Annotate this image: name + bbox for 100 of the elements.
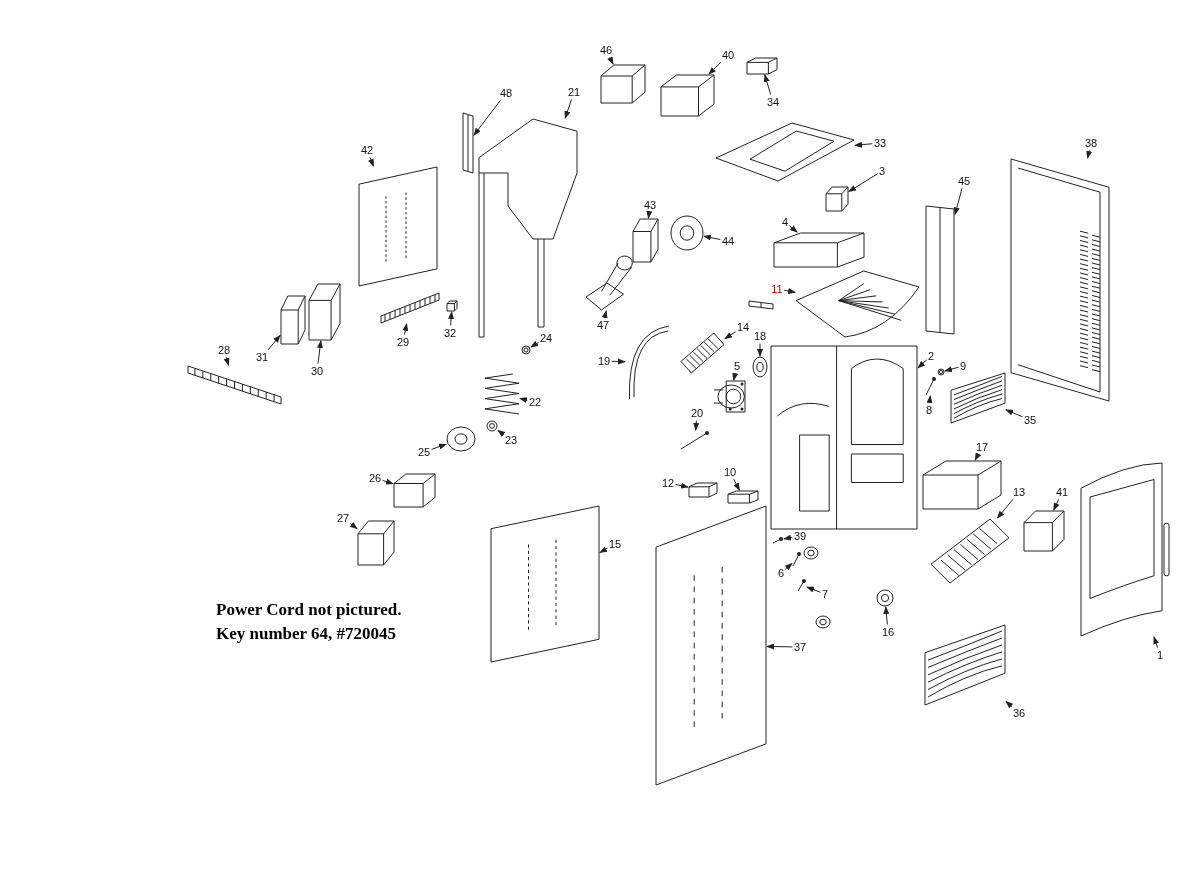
leader-line: [996, 498, 1014, 519]
callout-number: 39: [793, 530, 807, 542]
stove-top-drawing: [795, 270, 920, 338]
leader-line: [1153, 636, 1160, 649]
leader-line: [431, 443, 447, 450]
leader-line: [267, 334, 281, 351]
callout-number: 34: [766, 96, 780, 108]
flange-drawing: [713, 380, 746, 413]
leader-line: [611, 358, 626, 365]
leader-line: [316, 340, 323, 364]
callout-number: 5: [733, 360, 741, 372]
leader-line: [448, 311, 455, 326]
leader-line: [757, 343, 763, 357]
callout-number: 40: [721, 49, 735, 61]
auger-drawing: [484, 373, 520, 415]
leader-line: [724, 331, 737, 340]
leader-line: [599, 546, 609, 554]
blower-drawing: [680, 332, 725, 374]
callout-number: 11: [771, 283, 783, 295]
leader-line: [732, 372, 739, 381]
callout-number: 6: [777, 567, 785, 579]
screw-drawing: [797, 578, 807, 592]
callout-number: 18: [753, 330, 767, 342]
callout-number: 37: [793, 641, 807, 653]
trim-strip-drawing: [925, 205, 955, 335]
callout-number: 8: [925, 404, 933, 416]
sensor-drawing: [825, 186, 849, 212]
leader-line: [783, 534, 793, 541]
callout-number: 19: [597, 355, 611, 367]
plate-drawing: [727, 490, 759, 504]
leader-line: [926, 395, 933, 404]
leader-line: [883, 606, 890, 625]
screw-drawing: [792, 551, 802, 567]
leader-line: [693, 420, 700, 431]
callout-number: 9: [959, 360, 967, 372]
back-panel-drawing: [358, 166, 438, 287]
callout-number: 1: [1156, 649, 1164, 661]
shield-panel-drawing: [490, 505, 600, 663]
box-drawing: [280, 295, 306, 345]
callout-number: 47: [596, 319, 610, 331]
callout-number: 35: [1023, 414, 1037, 426]
control-panel-drawing: [660, 74, 715, 117]
leader-line: [223, 356, 230, 366]
grille-drawing: [924, 624, 1006, 706]
grille-drawing: [950, 372, 1006, 424]
leader-line: [708, 61, 722, 75]
leader-line: [473, 99, 501, 136]
callout-number: 21: [567, 86, 581, 98]
leader-line: [733, 478, 740, 491]
leader-line: [601, 310, 608, 319]
bracket-drawing: [308, 283, 341, 341]
callout-number: 23: [504, 434, 518, 446]
callout-number: 26: [368, 472, 382, 484]
leader-line: [675, 482, 689, 489]
leader-line: [788, 225, 798, 233]
callout-number: 41: [1055, 486, 1069, 498]
callout-number: 38: [1084, 137, 1098, 149]
leader-line: [944, 366, 959, 372]
plate-drawing: [688, 482, 718, 498]
callout-number: 42: [360, 144, 374, 156]
callout-number: 16: [881, 626, 895, 638]
callout-number: 3: [878, 165, 886, 177]
callout-number: 31: [255, 351, 269, 363]
leader-line: [766, 643, 793, 650]
leader-line: [607, 56, 614, 65]
foot-drawing: [876, 589, 894, 607]
callout-number: 14: [736, 321, 750, 333]
leader-line: [1005, 409, 1023, 418]
switch-drawing: [446, 300, 458, 312]
callout-number: 22: [528, 396, 542, 408]
screw-drawing: [925, 376, 937, 396]
leader-line: [783, 288, 796, 294]
callout-number: 7: [821, 588, 829, 600]
rod-drawing: [680, 430, 710, 450]
leader-line: [382, 478, 394, 485]
leader-line: [1053, 498, 1060, 511]
leader-line: [530, 340, 540, 348]
cover-drawing: [773, 232, 865, 268]
leader-line: [519, 397, 528, 403]
callout-number: 36: [1012, 707, 1026, 719]
callout-number: 46: [599, 44, 613, 56]
callout-number: 17: [975, 441, 989, 453]
note-text: Key number 64, #720045: [216, 624, 397, 644]
callout-number: 29: [396, 336, 410, 348]
leader-line: [497, 429, 506, 437]
leader-line: [1086, 150, 1093, 159]
leader-line: [1005, 700, 1014, 709]
leader-line: [848, 173, 879, 193]
motor-drawing: [670, 215, 704, 251]
side-panel-drawing: [1010, 158, 1110, 402]
leader-line: [368, 156, 374, 167]
leader-line: [854, 141, 873, 148]
leader-line: [974, 452, 982, 461]
switch-drawing: [1023, 510, 1065, 552]
callout-number: 33: [873, 137, 887, 149]
leader-line: [703, 234, 721, 241]
leader-line: [349, 521, 358, 530]
leader-line: [402, 323, 409, 335]
fan-drawing: [930, 518, 1010, 584]
callout-number: 30: [310, 365, 324, 377]
